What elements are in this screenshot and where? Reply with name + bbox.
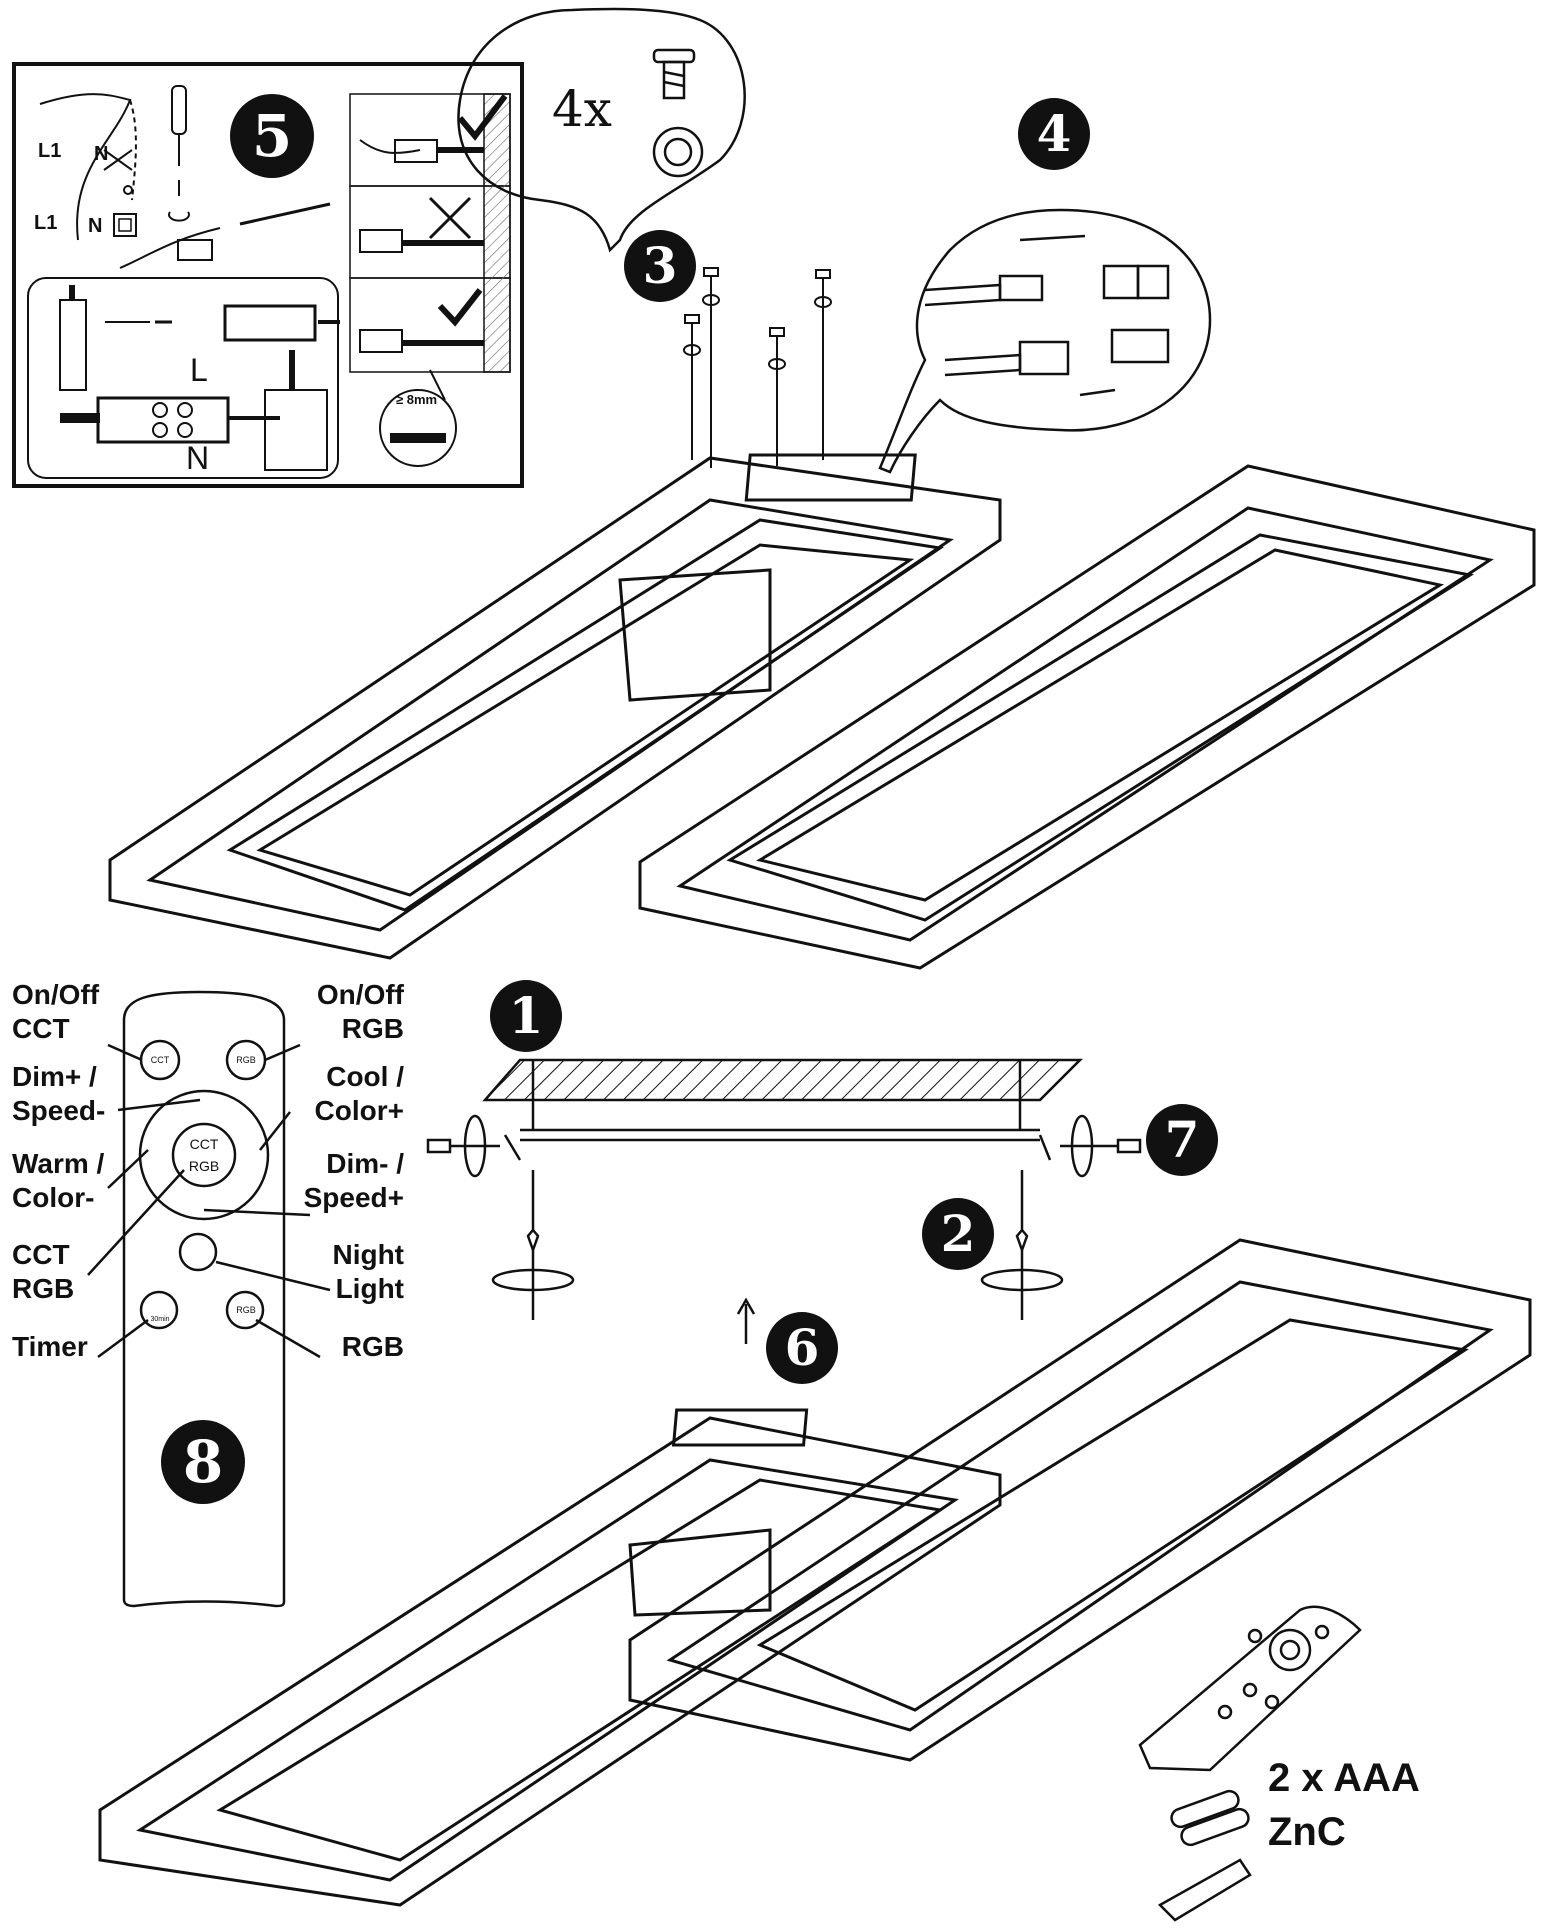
step-5-badge: 5 [230,94,314,178]
step-6-badge: 6 [766,1312,838,1384]
label-warm: Warm / Color- [12,1148,105,1213]
label-timer: Timer [12,1331,88,1362]
remote-control [87,990,331,1608]
step-7-badge: 7 [1146,1104,1218,1176]
step-3-badge: 3 [624,230,696,302]
terminal-label-n: N [186,440,210,476]
label-cool: Cool / Color+ [314,1061,404,1126]
label-dim-minus: Dim- / Speed+ [303,1148,404,1213]
assembled-lamp [98,1238,1532,1907]
screws-detail-bubble [457,7,746,253]
remote-battery-illustration [1138,1605,1362,1922]
label-onoff-rgb: On/Off RGB [316,979,404,1044]
label-rgb: RGB [341,1331,404,1362]
wire-label-l1-top: L1 [38,140,62,162]
lamp-panel-left [108,453,1002,960]
wire-label-n-top: N [94,143,109,165]
screws-quantity: 4x [552,80,613,138]
battery-type: ZnC [1268,1810,1346,1854]
ceiling-bracket [426,1058,1142,1344]
step-2-badge: 2 [922,1198,994,1270]
mounting-screws [683,267,832,468]
step-4-badge: 4 [1018,98,1090,170]
wire-label-n-bottom: N [88,215,103,237]
step-8-badge: 8 [161,1420,245,1504]
label-onoff-cct: On/Off CCT [12,979,100,1044]
label-cct-rgb: CCT RGB [12,1239,75,1304]
remote-button-rgb: RGB [236,1305,256,1315]
label-dim-plus: Dim+ / Speed- [12,1061,106,1126]
remote-center-cct: CCT [189,1136,219,1152]
wiring-instructions-panel [12,62,524,488]
remote-button-onoff-cct: CCT [150,1055,170,1065]
remote-button-onoff-rgb: RGB [236,1055,256,1065]
battery-quantity: 2 x AAA [1268,1756,1420,1800]
step-1-badge: 1 [490,980,562,1052]
remote-button-timer: 30min [150,1316,170,1323]
strip-length-label: ≥ 8mm [396,392,438,407]
label-night-light: Night Light [332,1239,404,1304]
terminal-label-l: L [190,352,208,388]
lamp-panel-right [638,464,1536,970]
wire-label-l1-bottom: L1 [34,212,58,234]
remote-center-rgb: RGB [188,1158,220,1174]
connector-detail-bubble [878,208,1212,474]
